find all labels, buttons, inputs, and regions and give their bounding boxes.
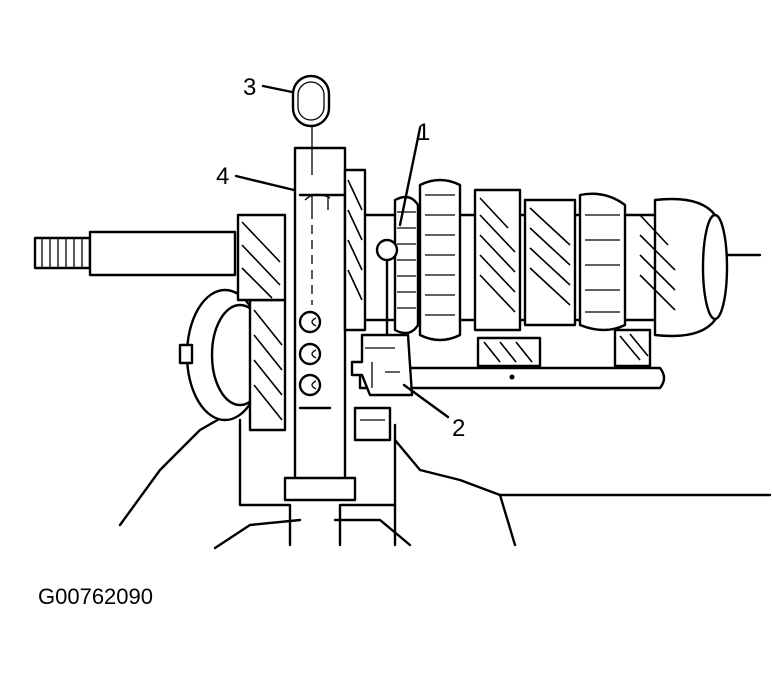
leader-lines bbox=[234, 84, 450, 419]
main-shaft-gears bbox=[358, 178, 762, 342]
plug-item-3 bbox=[291, 74, 331, 128]
shift-rail bbox=[358, 328, 666, 390]
output-bearing bbox=[178, 213, 287, 432]
plate-holes bbox=[298, 310, 322, 397]
callout-1: 1 bbox=[417, 119, 430, 146]
housing-outline bbox=[118, 408, 772, 550]
center-support-plate bbox=[283, 115, 367, 502]
input-shaft bbox=[33, 230, 237, 277]
figure-id: G00762090 bbox=[38, 584, 153, 609]
callout-4: 4 bbox=[216, 163, 229, 190]
callout-2: 2 bbox=[452, 415, 465, 442]
shift-fork-item-2 bbox=[350, 238, 414, 442]
callout-3: 3 bbox=[243, 74, 256, 101]
